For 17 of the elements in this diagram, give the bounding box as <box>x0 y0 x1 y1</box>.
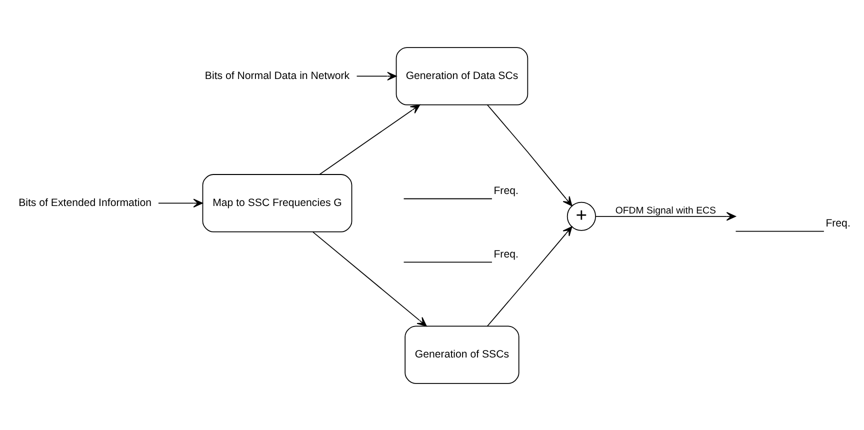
node-text: Freq. <box>494 248 518 260</box>
edge-label: OFDM Signal with ECS <box>615 205 716 216</box>
node-text: Bits of Normal Data in Network <box>204 69 350 82</box>
arrow <box>319 104 420 174</box>
arrow <box>356 71 397 80</box>
node-circle: + <box>566 201 596 230</box>
node-text: Bits of Extended Information <box>18 196 152 208</box>
node-text: Freq. <box>494 184 518 196</box>
arrow <box>595 211 736 220</box>
arrow <box>486 226 572 326</box>
node-box: Generation of Data SCs <box>396 46 528 105</box>
arrow <box>486 104 572 206</box>
node-box: Map to SSC Frequencies G <box>202 174 352 232</box>
arrow <box>312 231 427 326</box>
node-box: Generation of SSCs <box>404 325 520 384</box>
arrow <box>158 198 203 208</box>
node-text: Freq. <box>826 217 850 230</box>
